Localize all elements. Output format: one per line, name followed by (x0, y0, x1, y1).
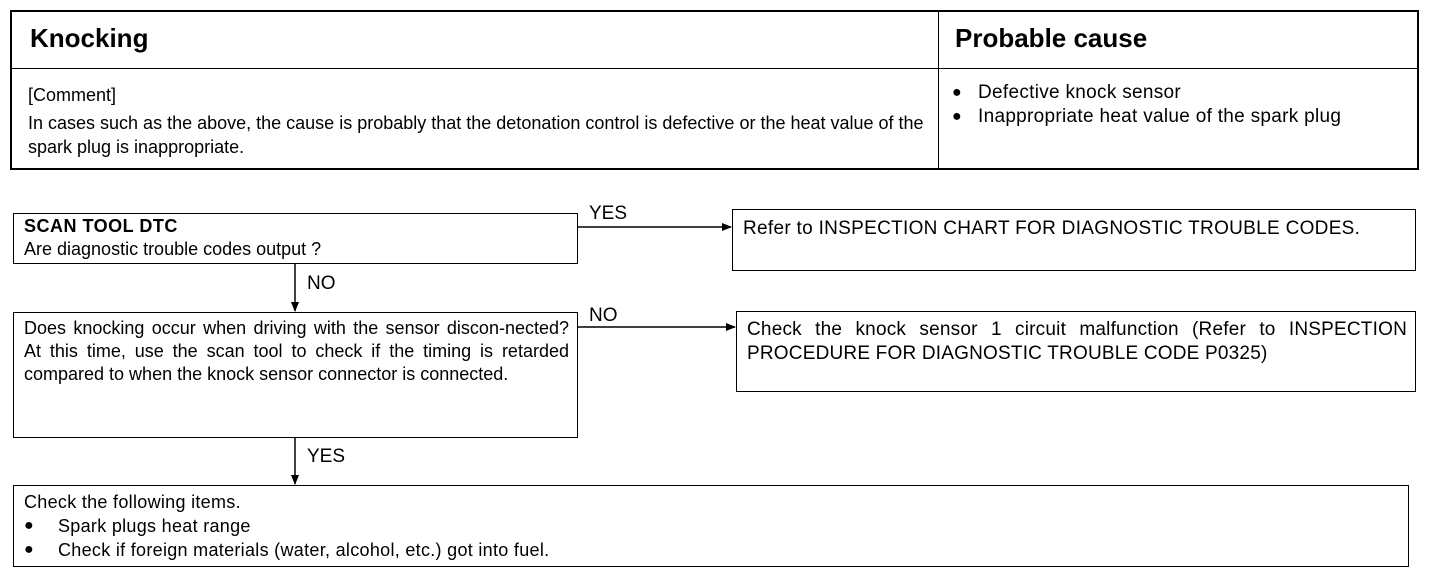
knock-sensor-circuit-box: Check the knock sensor 1 circuit malfunc… (736, 311, 1416, 392)
row-divider (12, 68, 1417, 69)
comment-block: [Comment] In cases such as the above, th… (28, 83, 928, 159)
yes-label-1: YES (589, 203, 628, 224)
cause-item: ●Inappropriate heat value of the spark p… (952, 106, 1342, 127)
check-items-intro: Check the following items. (24, 492, 241, 512)
column-divider (938, 12, 939, 168)
symptom-table: Knocking Probable cause [Comment] In cas… (10, 10, 1419, 170)
check-item: ●Check if foreign materials (water, alco… (24, 540, 550, 560)
check-items-list: ●Spark plugs heat range ●Check if foreig… (24, 514, 1400, 562)
symptom-title: Knocking (30, 23, 149, 53)
knock-sensor-disconnect-box: Does knocking occur when driving with th… (13, 312, 578, 438)
comment-text: In cases such as the above, the cause is… (28, 113, 924, 157)
no-label-2: NO (589, 305, 618, 326)
scan-tool-dtc-box: SCAN TOOL DTC Are diagnostic trouble cod… (13, 213, 578, 264)
comment-label: [Comment] (28, 85, 117, 105)
probable-cause-title: Probable cause (955, 23, 1148, 53)
scan-tool-dtc-question: Are diagnostic trouble codes output ? (24, 239, 322, 259)
dtc-chart-result-box: Refer to INSPECTION CHART FOR DIAGNOSTIC… (732, 209, 1416, 271)
no-label-1: NO (307, 273, 336, 294)
bullet-icon: ● (952, 84, 962, 101)
cause-list: ●Defective knock sensor ●Inappropriate h… (946, 81, 1341, 129)
check-item: ●Spark plugs heat range (24, 516, 251, 536)
scan-tool-dtc-title: SCAN TOOL DTC (24, 216, 178, 236)
yes-label-2: YES (307, 446, 346, 467)
bullet-icon: ● (24, 541, 34, 558)
bullet-icon: ● (24, 517, 34, 534)
bullet-icon: ● (952, 108, 962, 125)
check-items-box: Check the following items. ●Spark plugs … (13, 485, 1409, 567)
cause-item: ●Defective knock sensor (952, 82, 1182, 103)
